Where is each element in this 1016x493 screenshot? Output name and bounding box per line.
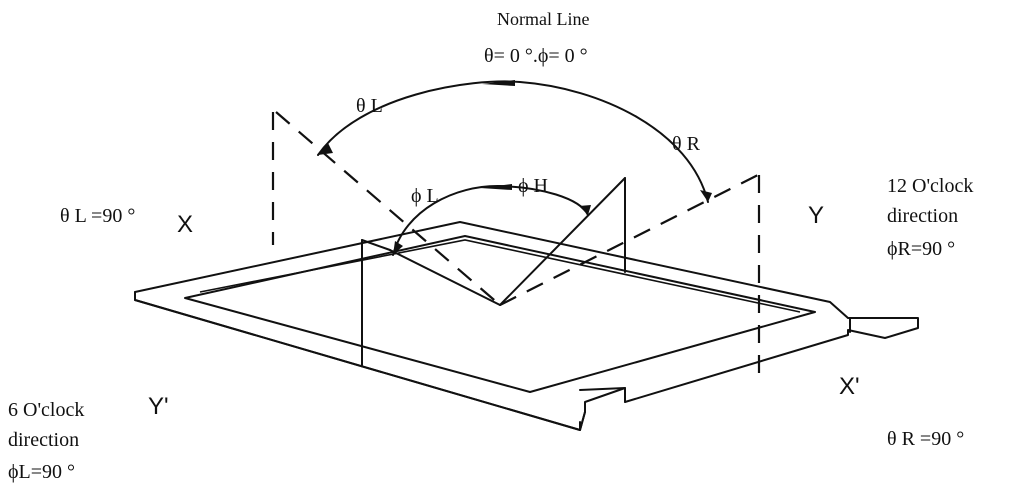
six-oclock-line1: 6 O'clock (8, 399, 84, 421)
theta-arc (317, 80, 712, 203)
axis-x-label: X (177, 211, 193, 238)
twelve-oclock-line1: 12 O'clock (887, 175, 973, 197)
normal-angles-label: θ= 0 °.ϕ= 0 ° (484, 45, 588, 67)
theta-l-arrowhead (318, 143, 333, 155)
phi-h-label: ϕ H (518, 175, 548, 197)
axis-y-label: Y (808, 202, 824, 229)
dashed-guide-lines (271, 111, 761, 375)
theta-l-label: θ L (356, 95, 383, 117)
normal-line-label: Normal Line (497, 9, 589, 29)
theta-r-label: θ R (672, 133, 701, 155)
theta-r-90-label: θ R =90 ° (887, 428, 964, 450)
phi-arc (392, 184, 591, 256)
axis-x-prime-label: X' (839, 373, 860, 400)
phi-l-90-label: ϕL=90 ° (8, 461, 75, 483)
twelve-oclock-line2: direction (887, 205, 958, 227)
measurement-lines (361, 177, 626, 366)
theta-r-arrowhead (700, 190, 712, 202)
phi-l-label: ϕ L (411, 185, 439, 207)
phi-mid-marker (480, 184, 512, 190)
phi-r-90-label: ϕR=90 ° (887, 238, 955, 260)
six-oclock-line2: direction (8, 429, 79, 451)
phi-h-arrowhead (579, 205, 591, 215)
display-panel (134, 221, 919, 431)
axis-y-prime-label: Y' (148, 393, 169, 420)
phi-l-arrowhead (393, 241, 403, 255)
theta-l-90-label: θ L =90 ° (60, 205, 135, 227)
theta-mid-marker (482, 80, 515, 86)
